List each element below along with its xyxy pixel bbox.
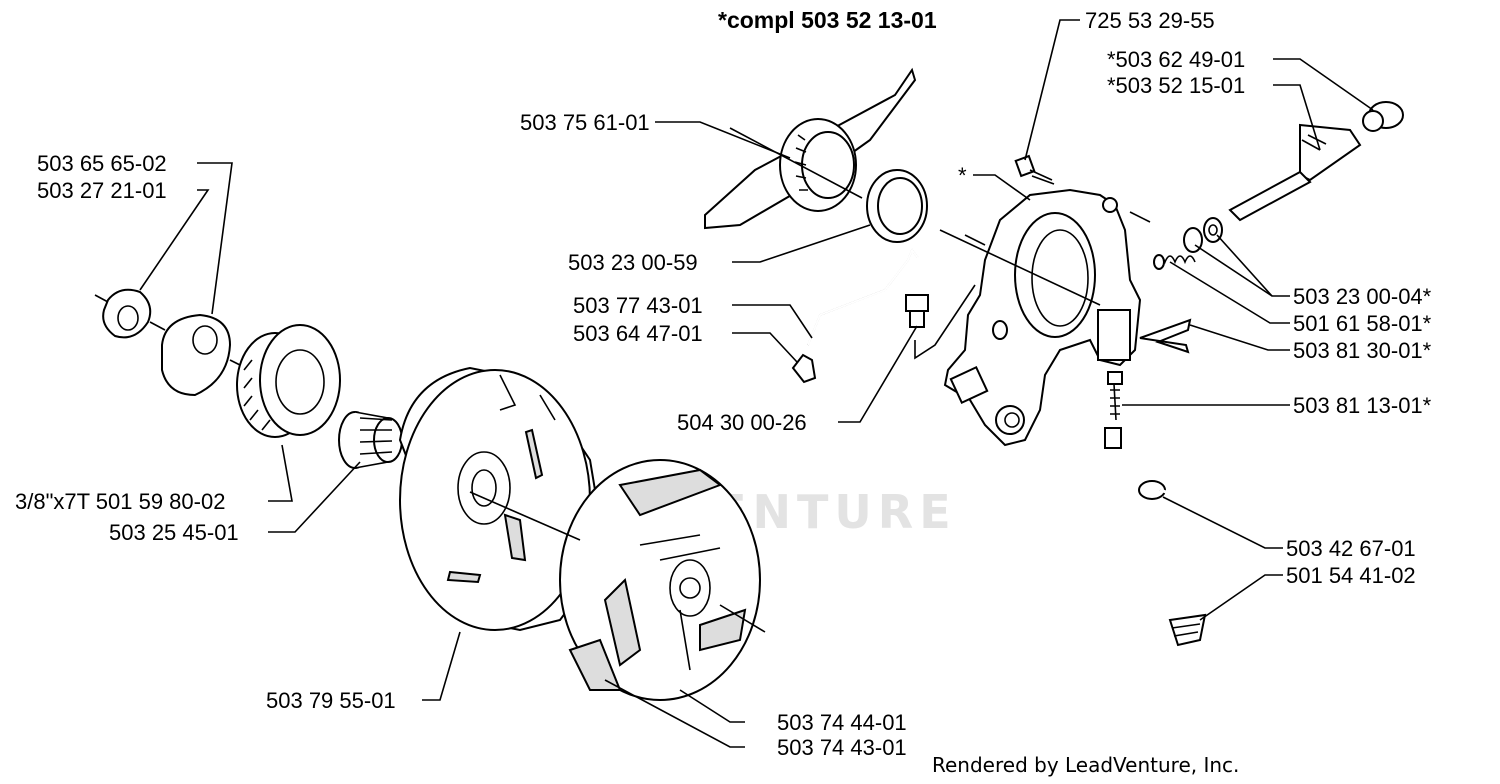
screw-part: [1014, 154, 1055, 185]
part-label: 503 74 44-01: [777, 710, 907, 735]
clutch-shoes-part: [559, 459, 761, 701]
part-label: 503 23 00-59: [568, 250, 698, 275]
spring-washer-part: [1153, 217, 1223, 270]
pump-shaft-part: [1228, 101, 1404, 222]
part-label: 501 61 58-01*: [1293, 311, 1432, 336]
part-label: 503 74 43-01: [777, 735, 907, 760]
part-label: *: [958, 163, 967, 188]
assembly-bracket: [914, 284, 976, 360]
part-label: 503 65 65-02: [37, 151, 167, 176]
part-label: 503 75 61-01: [520, 110, 650, 135]
assembly-axis: [94, 211, 1151, 633]
oil-hose-part: [1138, 480, 1207, 647]
plate-part: [1139, 318, 1192, 354]
credit-text: Rendered by LeadVenture, Inc.: [932, 753, 1239, 777]
washer-part: [161, 313, 232, 397]
part-label: 503 27 21-01: [37, 178, 167, 203]
part-label: 503 79 55-01: [266, 688, 396, 713]
part-label: 503 23 00-04*: [1293, 284, 1432, 309]
oil-pump-housing-part: [939, 188, 1142, 447]
part-label: 503 77 43-01: [573, 293, 703, 318]
part-label: *503 62 49-01: [1107, 47, 1245, 72]
part-label: 503 64 47-01: [573, 321, 703, 346]
part-label: 3/8"x7T 501 59 80-02: [15, 489, 225, 514]
rim-sprocket-part: [236, 324, 341, 438]
assembly-title: *compl 503 52 13-01: [718, 7, 937, 33]
clutch-drum-part: [398, 366, 602, 632]
part-label: 503 81 13-01*: [1293, 393, 1432, 418]
adjusting-screw-part: [1104, 371, 1123, 449]
part-label: 503 25 45-01: [109, 520, 239, 545]
part-label: *503 52 15-01: [1107, 73, 1245, 98]
part-label: 501 54 41-02: [1286, 563, 1416, 588]
ring-part: [866, 169, 928, 243]
oil-pipe-part: [807, 247, 929, 346]
circlip-part: [102, 288, 152, 339]
part-label: 503 42 67-01: [1286, 536, 1416, 561]
part-label: 504 30 00-26: [677, 410, 807, 435]
part-label: 725 53 29-55: [1085, 8, 1215, 33]
clutch-cover-part: [704, 67, 917, 230]
needle-bearing-part: [338, 411, 403, 469]
leader-lines: [139, 19, 1374, 748]
seal-part: [791, 353, 817, 384]
part-label: 503 81 30-01*: [1293, 338, 1432, 363]
